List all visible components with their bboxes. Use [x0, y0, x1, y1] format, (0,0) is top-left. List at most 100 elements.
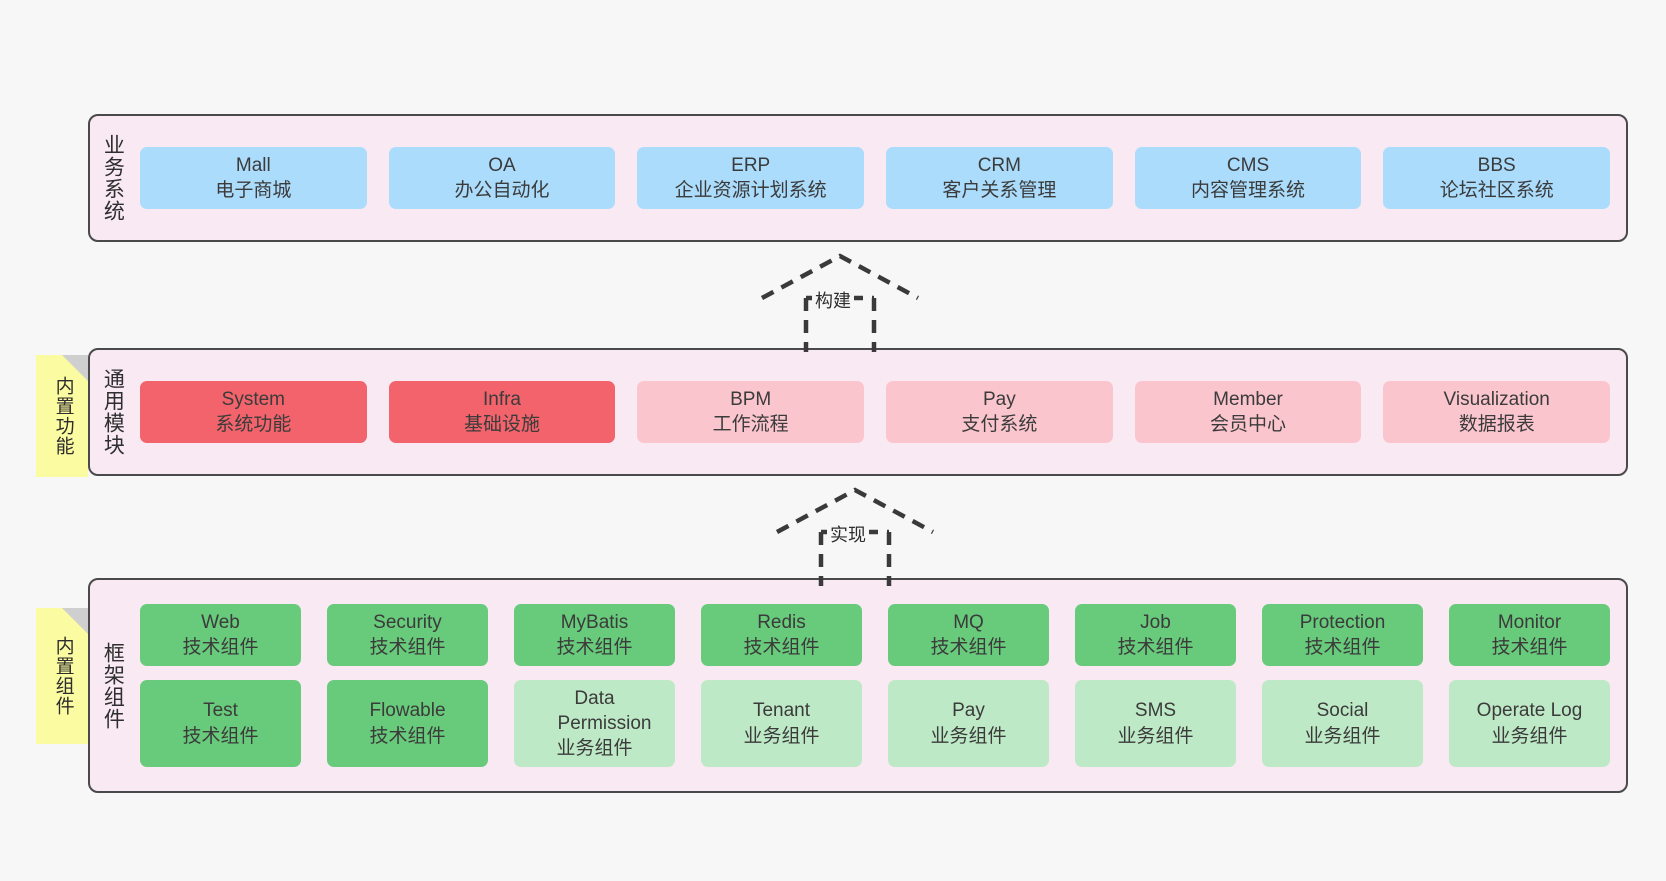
cell-title: MyBatis [560, 611, 629, 633]
cell-protection[interactable]: Protection 技术组件 [1262, 603, 1423, 666]
cell-bbs[interactable]: BBS 论坛社区系统 [1383, 146, 1611, 210]
sticky-fold-icon [62, 355, 88, 381]
sticky-note-label: 内置功能 [52, 376, 74, 456]
cell-tenant[interactable]: Tenant 业务组件 [701, 679, 862, 768]
cell-web[interactable]: Web 技术组件 [140, 603, 301, 666]
cell-operate-log[interactable]: Operate Log 业务组件 [1449, 679, 1610, 768]
cell-data-permission[interactable]: Data Permission 业务组件 [514, 679, 675, 768]
cell-title: Protection [1299, 611, 1386, 633]
cell-subtitle: 业务组件 [743, 725, 820, 747]
cell-subtitle: 技术组件 [1304, 636, 1381, 658]
cell-title: Mall [235, 154, 271, 176]
cell-title: CRM [977, 154, 1021, 176]
cell-title: Test [203, 700, 238, 722]
cell-title: Social [1316, 700, 1369, 722]
cell-title: Infra [482, 388, 522, 410]
cell-title: Data Permission [557, 687, 652, 735]
cell-title: ERP [731, 154, 771, 176]
cell-title: CMS [1226, 154, 1270, 176]
cell-subtitle: 工作流程 [712, 414, 789, 435]
cell-subtitle: 电子商城 [215, 180, 292, 201]
cell-title: Security [373, 611, 442, 633]
layer-common-module: 通用模块 System 系统功能 Infra 基础设施 BPM 工作流程 Pay… [88, 348, 1628, 476]
cell-security[interactable]: Security 技术组件 [327, 603, 488, 666]
cell-title: Job [1140, 611, 1171, 633]
cell-member[interactable]: Member 会员中心 [1134, 380, 1362, 444]
cell-subtitle: 支付系统 [961, 414, 1038, 435]
cell-flowable[interactable]: Flowable 技术组件 [327, 679, 488, 768]
sticky-note-label: 内置组件 [52, 636, 74, 716]
cell-row: System 系统功能 Infra 基础设施 BPM 工作流程 Pay 支付系统… [140, 380, 1611, 444]
cell-test[interactable]: Test 技术组件 [140, 679, 301, 768]
cell-title: BBS [1477, 154, 1516, 176]
connector-label-implement: 实现 [827, 521, 869, 547]
cell-subtitle: 技术组件 [369, 636, 446, 658]
layer-title-common-module: 通用模块 [101, 368, 125, 456]
cell-subtitle: 论坛社区系统 [1439, 180, 1554, 201]
cell-title: BPM [730, 388, 772, 410]
cell-title: Pay [982, 388, 1016, 410]
cell-row: Test 技术组件 Flowable 技术组件 Data Permission … [140, 679, 1610, 768]
sticky-fold-icon [62, 608, 88, 634]
cell-subtitle: 业务组件 [1117, 725, 1194, 747]
layer-body-business-system: Mall 电子商城 OA 办公自动化 ERP 企业资源计划系统 CRM 客户关系… [134, 116, 1626, 240]
layer-body-framework-component: Web 技术组件 Security 技术组件 MyBatis 技术组件 Redi… [134, 580, 1626, 791]
cell-subtitle: 会员中心 [1210, 414, 1287, 435]
cell-title: Tenant [752, 700, 811, 722]
cell-subtitle: 系统功能 [215, 414, 292, 435]
cell-subtitle: 企业资源计划系统 [674, 180, 827, 201]
cell-subtitle: 业务组件 [1304, 725, 1381, 747]
cell-title: SMS [1134, 700, 1177, 722]
cell-sms[interactable]: SMS 业务组件 [1075, 679, 1236, 768]
cell-subtitle: 技术组件 [743, 636, 820, 658]
cell-pay[interactable]: Pay 支付系统 [886, 380, 1113, 444]
cell-monitor[interactable]: Monitor 技术组件 [1449, 603, 1610, 666]
cell-crm[interactable]: CRM 客户关系管理 [886, 146, 1113, 210]
cell-cms[interactable]: CMS 内容管理系统 [1134, 146, 1362, 210]
cell-row: Web 技术组件 Security 技术组件 MyBatis 技术组件 Redi… [140, 603, 1610, 666]
cell-title: Redis [757, 611, 806, 633]
cell-redis[interactable]: Redis 技术组件 [701, 603, 862, 666]
layer-framework-component: 框架组件 Web 技术组件 Security 技术组件 MyBatis 技术组件… [88, 578, 1628, 793]
cell-subtitle: 技术组件 [369, 725, 446, 747]
cell-subtitle: 技术组件 [930, 636, 1007, 658]
connector-implement: 实现 [765, 478, 945, 588]
cell-infra[interactable]: Infra 基础设施 [388, 380, 616, 444]
cell-title: Operate Log [1476, 700, 1583, 722]
cell-subtitle: 业务组件 [556, 738, 633, 760]
cell-social[interactable]: Social 业务组件 [1262, 679, 1423, 768]
cell-subtitle: 办公自动化 [454, 180, 550, 201]
cell-subtitle: 技术组件 [182, 725, 259, 747]
cell-title: Monitor [1497, 611, 1562, 633]
cell-title: OA [488, 154, 516, 176]
cell-subtitle: 技术组件 [1117, 636, 1194, 658]
cell-title: MQ [953, 611, 984, 633]
cell-system[interactable]: System 系统功能 [140, 380, 367, 444]
cell-mall[interactable]: Mall 电子商城 [140, 146, 367, 210]
cell-mq[interactable]: MQ 技术组件 [888, 603, 1049, 666]
layer-title-business-system: 业务系统 [101, 134, 125, 222]
cell-subtitle: 业务组件 [930, 725, 1007, 747]
sticky-note-builtin-function: 内置功能 [36, 355, 88, 477]
cell-title: Visualization [1443, 388, 1550, 410]
cell-pay-component[interactable]: Pay 业务组件 [888, 679, 1049, 768]
cell-subtitle: 业务组件 [1491, 725, 1568, 747]
cell-title: System [221, 388, 286, 410]
connector-build: 构建 [750, 244, 930, 354]
cell-job[interactable]: Job 技术组件 [1075, 603, 1236, 666]
connector-label-build: 构建 [812, 287, 854, 313]
cell-bpm[interactable]: BPM 工作流程 [637, 380, 865, 444]
cell-mybatis[interactable]: MyBatis 技术组件 [514, 603, 675, 666]
cell-subtitle: 数据报表 [1458, 414, 1535, 435]
layer-title-framework-component: 框架组件 [101, 641, 125, 730]
cell-subtitle: 技术组件 [556, 636, 633, 658]
cell-title: Web [201, 611, 240, 633]
cell-oa[interactable]: OA 办公自动化 [388, 146, 616, 210]
layer-body-common-module: System 系统功能 Infra 基础设施 BPM 工作流程 Pay 支付系统… [134, 350, 1626, 474]
cell-erp[interactable]: ERP 企业资源计划系统 [637, 146, 865, 210]
cell-subtitle: 技术组件 [182, 636, 259, 658]
cell-subtitle: 客户关系管理 [942, 180, 1057, 201]
cell-subtitle: 技术组件 [1491, 636, 1568, 658]
sticky-note-builtin-component: 内置组件 [36, 608, 88, 744]
cell-visualization[interactable]: Visualization 数据报表 [1383, 380, 1611, 444]
